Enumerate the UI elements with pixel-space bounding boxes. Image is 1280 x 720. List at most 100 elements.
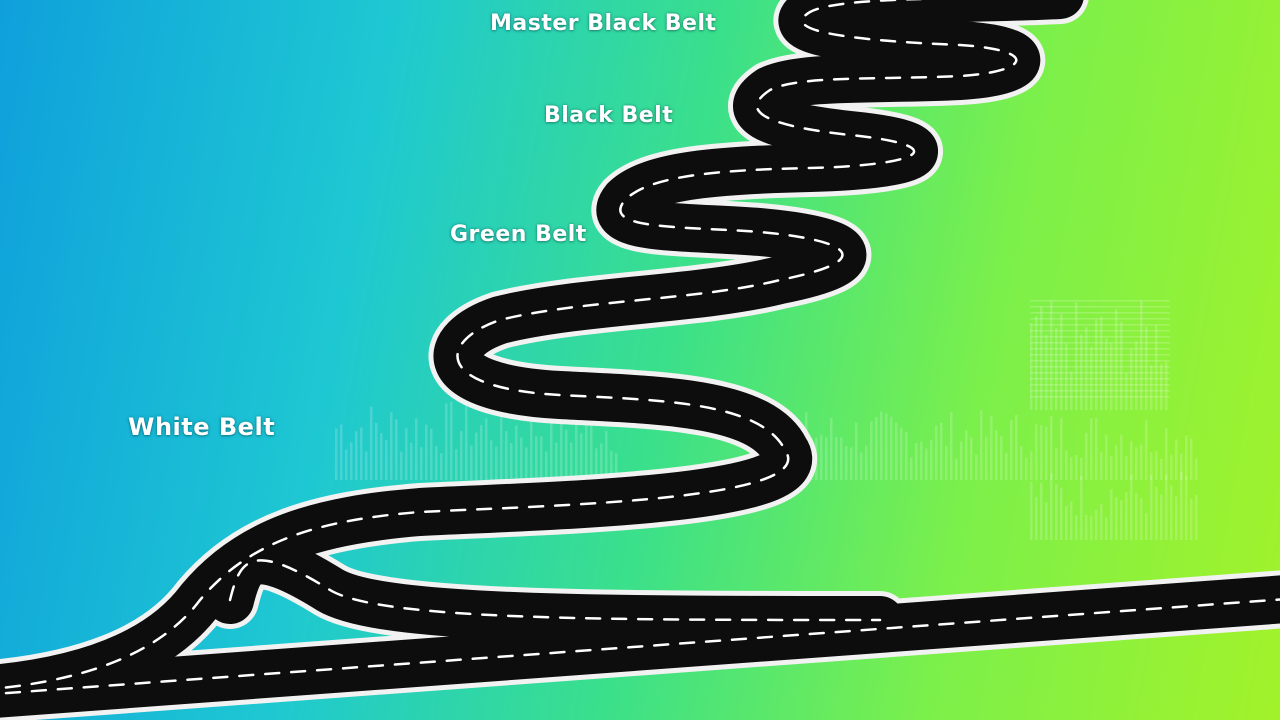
background-bar bbox=[565, 429, 568, 480]
background-bar bbox=[440, 453, 443, 480]
background-bar bbox=[1010, 420, 1013, 480]
background-bar bbox=[1145, 513, 1148, 540]
background-bar bbox=[1120, 435, 1123, 480]
background-bar bbox=[340, 424, 343, 480]
background-bar bbox=[1195, 458, 1198, 480]
background-line bbox=[1030, 390, 1170, 392]
background-bar bbox=[845, 446, 848, 480]
background-bar bbox=[1085, 326, 1088, 410]
master-black-belt-label: Master Black Belt bbox=[490, 11, 717, 36]
background-bar bbox=[425, 424, 428, 480]
background-bar bbox=[1055, 447, 1058, 480]
background-line bbox=[1030, 312, 1170, 314]
background-bar bbox=[1165, 474, 1168, 540]
background-bar bbox=[515, 425, 518, 480]
background-bar bbox=[1095, 509, 1098, 540]
background-bar bbox=[1150, 474, 1153, 540]
background-bar bbox=[1075, 515, 1078, 540]
background-bar bbox=[1075, 454, 1078, 480]
background-bar bbox=[1160, 494, 1163, 540]
background-bar bbox=[1090, 418, 1093, 480]
background-bar bbox=[1085, 514, 1088, 540]
background-bar bbox=[1125, 492, 1128, 540]
background-bar bbox=[985, 436, 988, 480]
background-bar bbox=[1040, 482, 1043, 540]
background-bar bbox=[870, 421, 873, 480]
background-bar bbox=[1155, 486, 1158, 540]
background-bar bbox=[1145, 326, 1148, 410]
background-bar bbox=[1130, 441, 1133, 480]
background-bar bbox=[1095, 417, 1098, 480]
background-bar bbox=[590, 419, 593, 480]
background-line bbox=[1030, 306, 1170, 308]
background-bar bbox=[1085, 432, 1088, 480]
background-bar bbox=[920, 441, 923, 480]
background-bar bbox=[550, 404, 553, 480]
background-bar bbox=[570, 442, 573, 480]
background-bar bbox=[610, 450, 613, 480]
background-bar bbox=[1135, 341, 1138, 410]
background-bar bbox=[880, 411, 883, 480]
background-bar bbox=[1140, 498, 1143, 540]
background-bar bbox=[1110, 489, 1113, 540]
background-bar bbox=[575, 422, 578, 480]
background-bar bbox=[430, 428, 433, 480]
background-bar bbox=[450, 401, 453, 480]
background-bar bbox=[1030, 481, 1033, 540]
background-bar bbox=[1110, 342, 1113, 410]
white-belt-label: White Belt bbox=[128, 413, 276, 441]
background-bar bbox=[945, 445, 948, 480]
background-bar bbox=[1095, 319, 1098, 410]
background-line bbox=[1030, 342, 1170, 344]
background-bar bbox=[490, 440, 493, 480]
background-line bbox=[1030, 348, 1170, 350]
background-bar bbox=[1080, 475, 1083, 540]
background-bar bbox=[940, 422, 943, 480]
background-bar bbox=[1035, 424, 1038, 480]
background-bar bbox=[360, 427, 363, 480]
background-bar bbox=[1045, 502, 1048, 540]
background-bar bbox=[1115, 445, 1118, 480]
background-bar bbox=[1140, 300, 1143, 410]
background-bar bbox=[465, 402, 468, 480]
background-bar bbox=[540, 436, 543, 480]
road-asphalt bbox=[206, 536, 904, 644]
background-bar bbox=[365, 451, 368, 480]
background-bar bbox=[1070, 501, 1073, 540]
background-bar bbox=[580, 433, 583, 480]
background-bar bbox=[1000, 436, 1003, 480]
green-belt-label: Green Belt bbox=[450, 222, 587, 247]
background-bar bbox=[1100, 451, 1103, 480]
background-bar bbox=[1175, 496, 1178, 540]
background-bar bbox=[1040, 306, 1043, 410]
background-bar bbox=[1080, 334, 1083, 410]
background-bar bbox=[1145, 420, 1148, 480]
background-bar bbox=[1030, 451, 1033, 480]
background-bar bbox=[960, 441, 963, 480]
background-bar bbox=[545, 451, 548, 480]
background-bar bbox=[525, 447, 528, 480]
road-edge bbox=[0, 0, 1089, 718]
background-bar bbox=[385, 440, 388, 480]
background-bar bbox=[335, 428, 338, 480]
background-bar bbox=[1150, 452, 1153, 480]
background-line bbox=[1030, 318, 1170, 320]
background-bar bbox=[925, 448, 928, 480]
background-bar bbox=[1100, 504, 1103, 540]
background-bar bbox=[995, 430, 998, 480]
background-bar bbox=[1050, 416, 1053, 480]
background-bar bbox=[1090, 346, 1093, 410]
background-line bbox=[1030, 324, 1170, 326]
background-bar bbox=[500, 400, 503, 480]
background-bar bbox=[1020, 446, 1023, 480]
background-line bbox=[1030, 372, 1170, 374]
background-bar bbox=[555, 442, 558, 480]
background-bar bbox=[1060, 313, 1063, 410]
background-bar bbox=[1195, 494, 1198, 540]
background-line bbox=[1030, 378, 1170, 380]
background-bar bbox=[505, 431, 508, 480]
background-bar bbox=[975, 454, 978, 480]
background-bar bbox=[1060, 487, 1063, 540]
background-bar bbox=[1065, 450, 1068, 480]
